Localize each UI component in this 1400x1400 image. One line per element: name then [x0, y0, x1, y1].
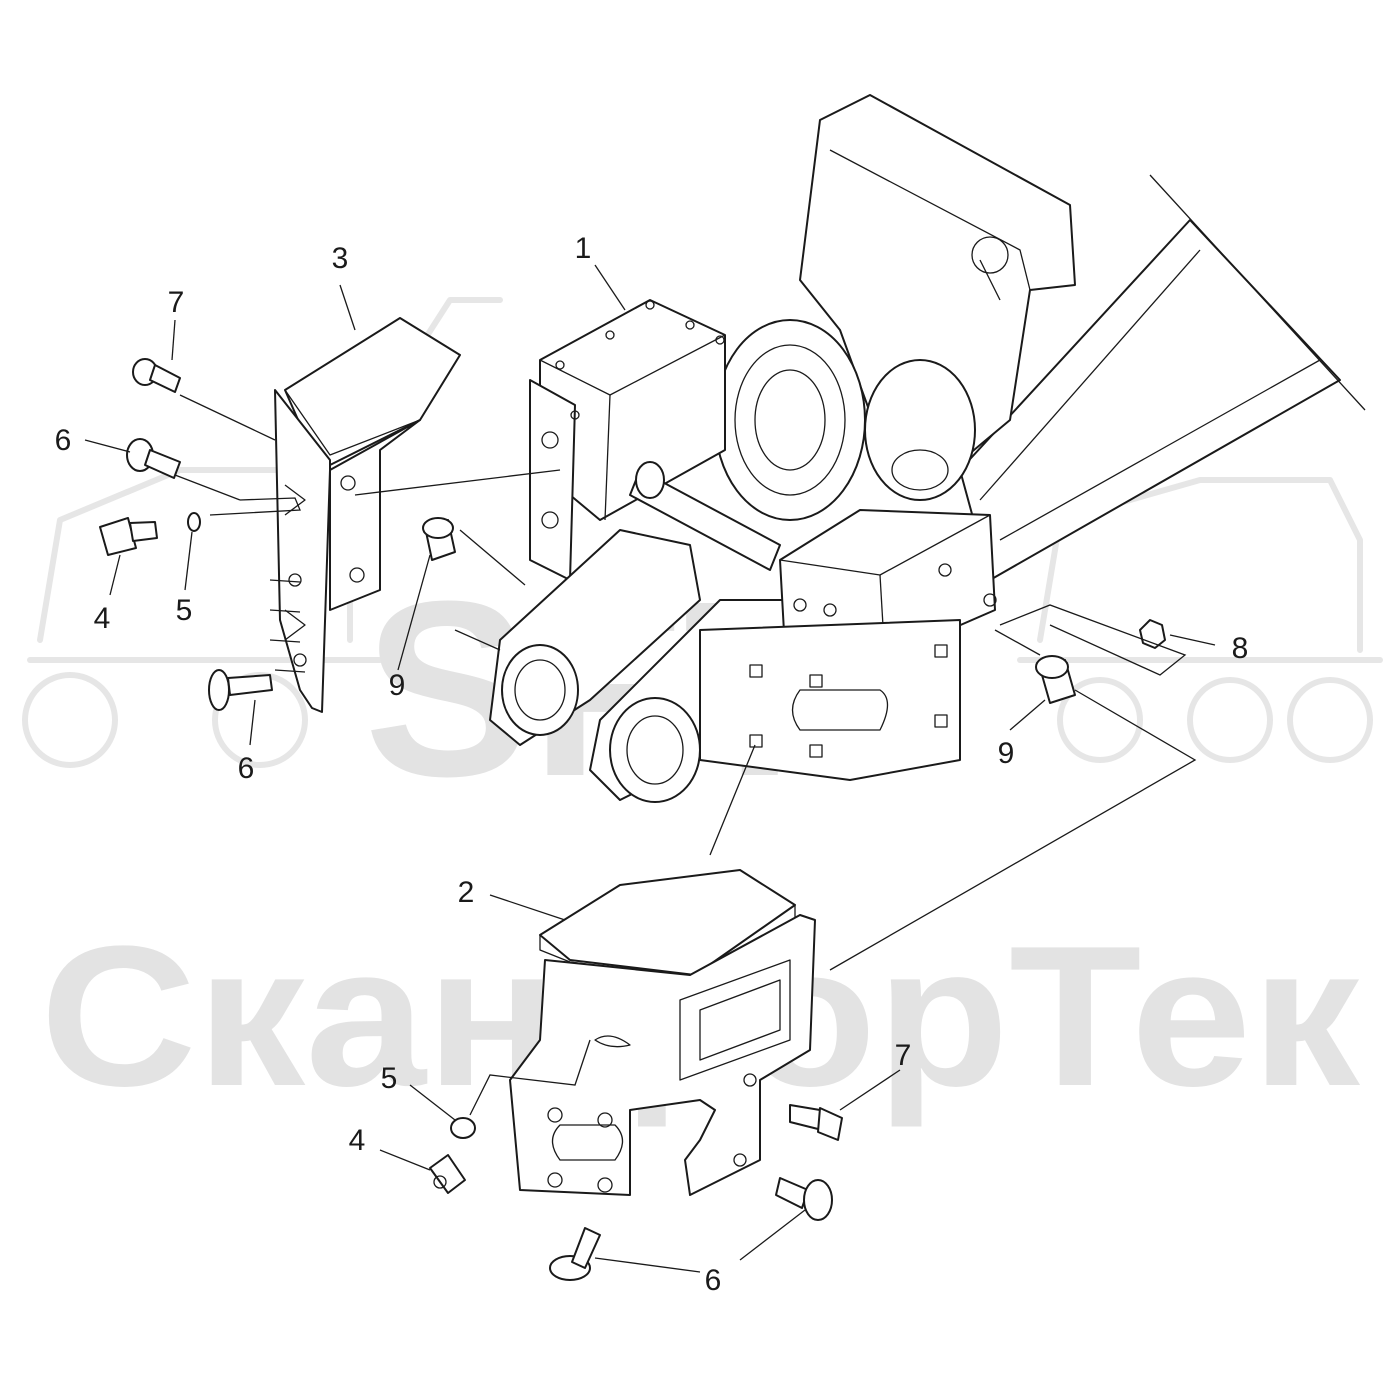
guard-plate-left	[274, 317, 461, 713]
callout-8: 8	[1232, 632, 1249, 665]
callout-3: 3	[332, 242, 349, 275]
callout-6-left-lower: 6	[238, 752, 255, 785]
bolt-6-left-lower-icon	[208, 669, 273, 711]
callout-9-left: 9	[389, 669, 406, 702]
callout-7-bottom: 7	[895, 1039, 912, 1072]
callout-4-bottom: 4	[349, 1124, 366, 1157]
callout-9-right: 9	[998, 737, 1015, 770]
callout-1: 1	[575, 232, 592, 265]
screw-4-left-icon	[99, 517, 158, 556]
washer-5-left-icon	[187, 512, 201, 532]
callout-4-left: 4	[94, 602, 111, 635]
callout-5-left: 5	[176, 594, 193, 627]
bolt-6-bottom-left-icon	[549, 1227, 601, 1281]
callout-5-bottom: 5	[381, 1062, 398, 1095]
nut-8-icon	[1139, 619, 1166, 649]
bolt-7-bottom-icon	[789, 1104, 843, 1141]
guard-plate-bottom	[509, 869, 816, 1196]
leader-lines	[84, 264, 1216, 1273]
callout-7-left: 7	[168, 286, 185, 319]
screw-4-bottom-icon	[429, 1154, 466, 1194]
fasteners	[99, 358, 1166, 1281]
callout-6-left-upper: 6	[55, 424, 72, 457]
spacer-9-right-icon	[1035, 655, 1076, 704]
callout-6-bottom: 6	[705, 1264, 722, 1297]
bolt-7-left-icon	[132, 358, 181, 393]
spacer-9-left-icon	[422, 517, 456, 561]
bolt-6-bottom-right-icon	[775, 1177, 833, 1221]
main-assembly	[489, 94, 1366, 803]
bolt-6-left-upper-icon	[126, 438, 181, 479]
callout-labels: 1 2 3 4 4 5 5 6 6 6 7 7 8 9 9	[55, 232, 1249, 1297]
washer-5-bottom-icon	[450, 1117, 476, 1139]
callout-2: 2	[458, 876, 475, 909]
